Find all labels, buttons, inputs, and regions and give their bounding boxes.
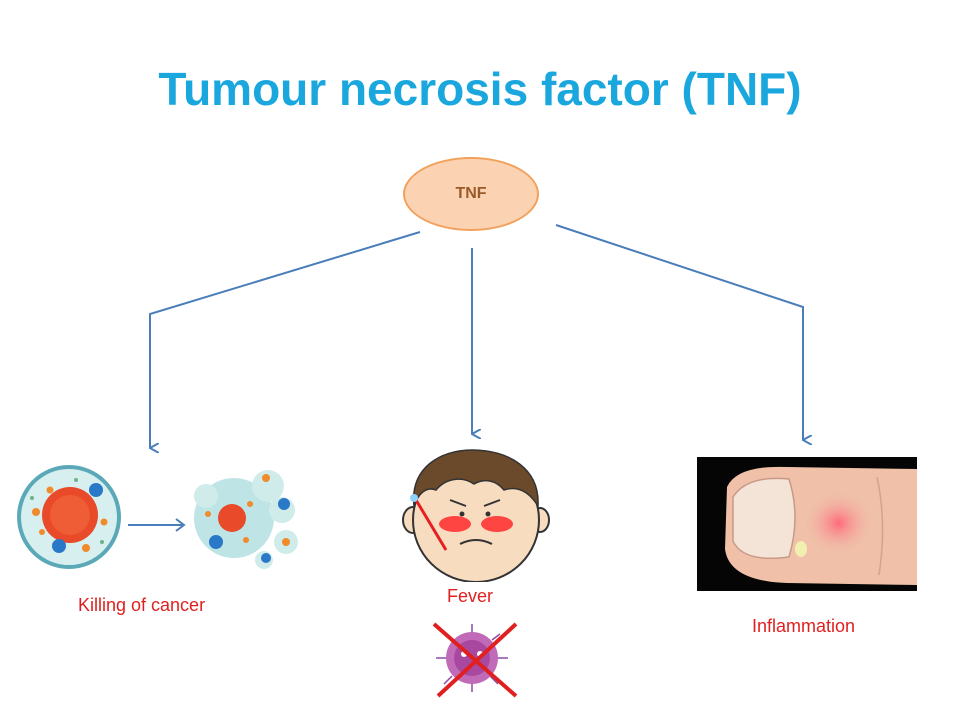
arrow-to-inflammation (555, 224, 803, 440)
label-fever: Fever (447, 586, 494, 606)
crossed-out-germ-icon (432, 622, 518, 698)
fevered-face-icon (402, 449, 550, 582)
label-inflammation: Inflammation (752, 616, 856, 636)
dying-cancer-cell-icon (194, 470, 298, 569)
arrow-to-cancer (149, 231, 421, 448)
inflamed-finger-icon (697, 457, 917, 591)
label-killing-of-cancer: Killing of cancer (78, 595, 206, 615)
tnf-node-label: TNF (455, 185, 487, 202)
page-title: Tumour necrosis factor (TNF) (158, 63, 802, 115)
transition-arrow-icon (128, 518, 186, 532)
cancer-cell-icon (17, 465, 121, 569)
tnf-node: TNF (403, 157, 539, 231)
